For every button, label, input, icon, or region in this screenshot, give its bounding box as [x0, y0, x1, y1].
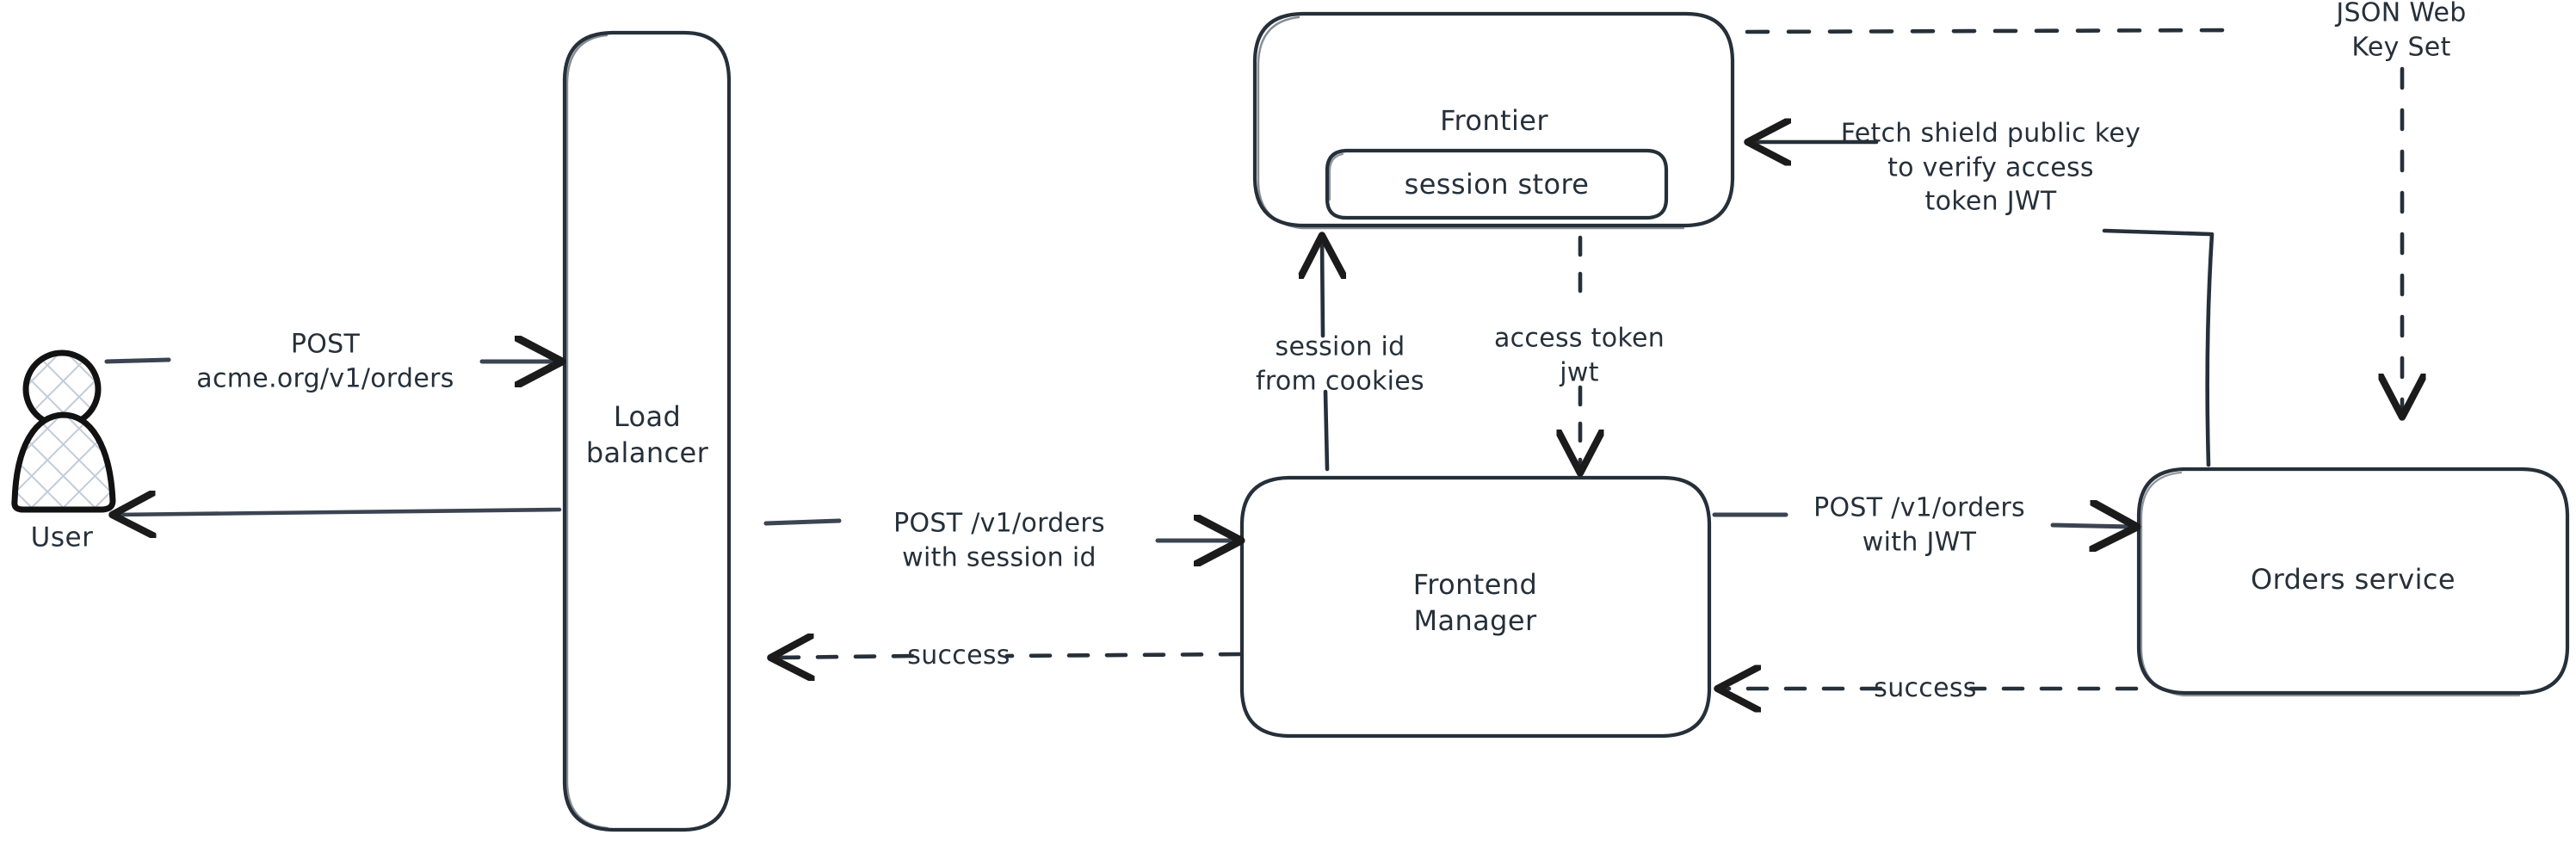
edge-fm-to-orders [1712, 515, 2133, 527]
edge-lb-to-fm [763, 521, 1237, 541]
frontend-manager-shape [1239, 475, 1712, 739]
edge-orders-to-frontier [1751, 142, 2215, 467]
load-balancer-shape [562, 30, 732, 832]
orders-service-shape [2136, 467, 2570, 697]
user-person-icon [11, 349, 116, 513]
session-store-shape [1325, 148, 1669, 220]
edge-frontier-to-orders-jwks [1745, 28, 2402, 413]
edge-fm-to-frontier [1322, 239, 1327, 472]
edge-user-to-lb [104, 360, 558, 362]
frontier-shape [1252, 11, 1735, 230]
edge-fm-to-lb [775, 654, 1242, 658]
edge-lb-to-user [116, 510, 562, 515]
